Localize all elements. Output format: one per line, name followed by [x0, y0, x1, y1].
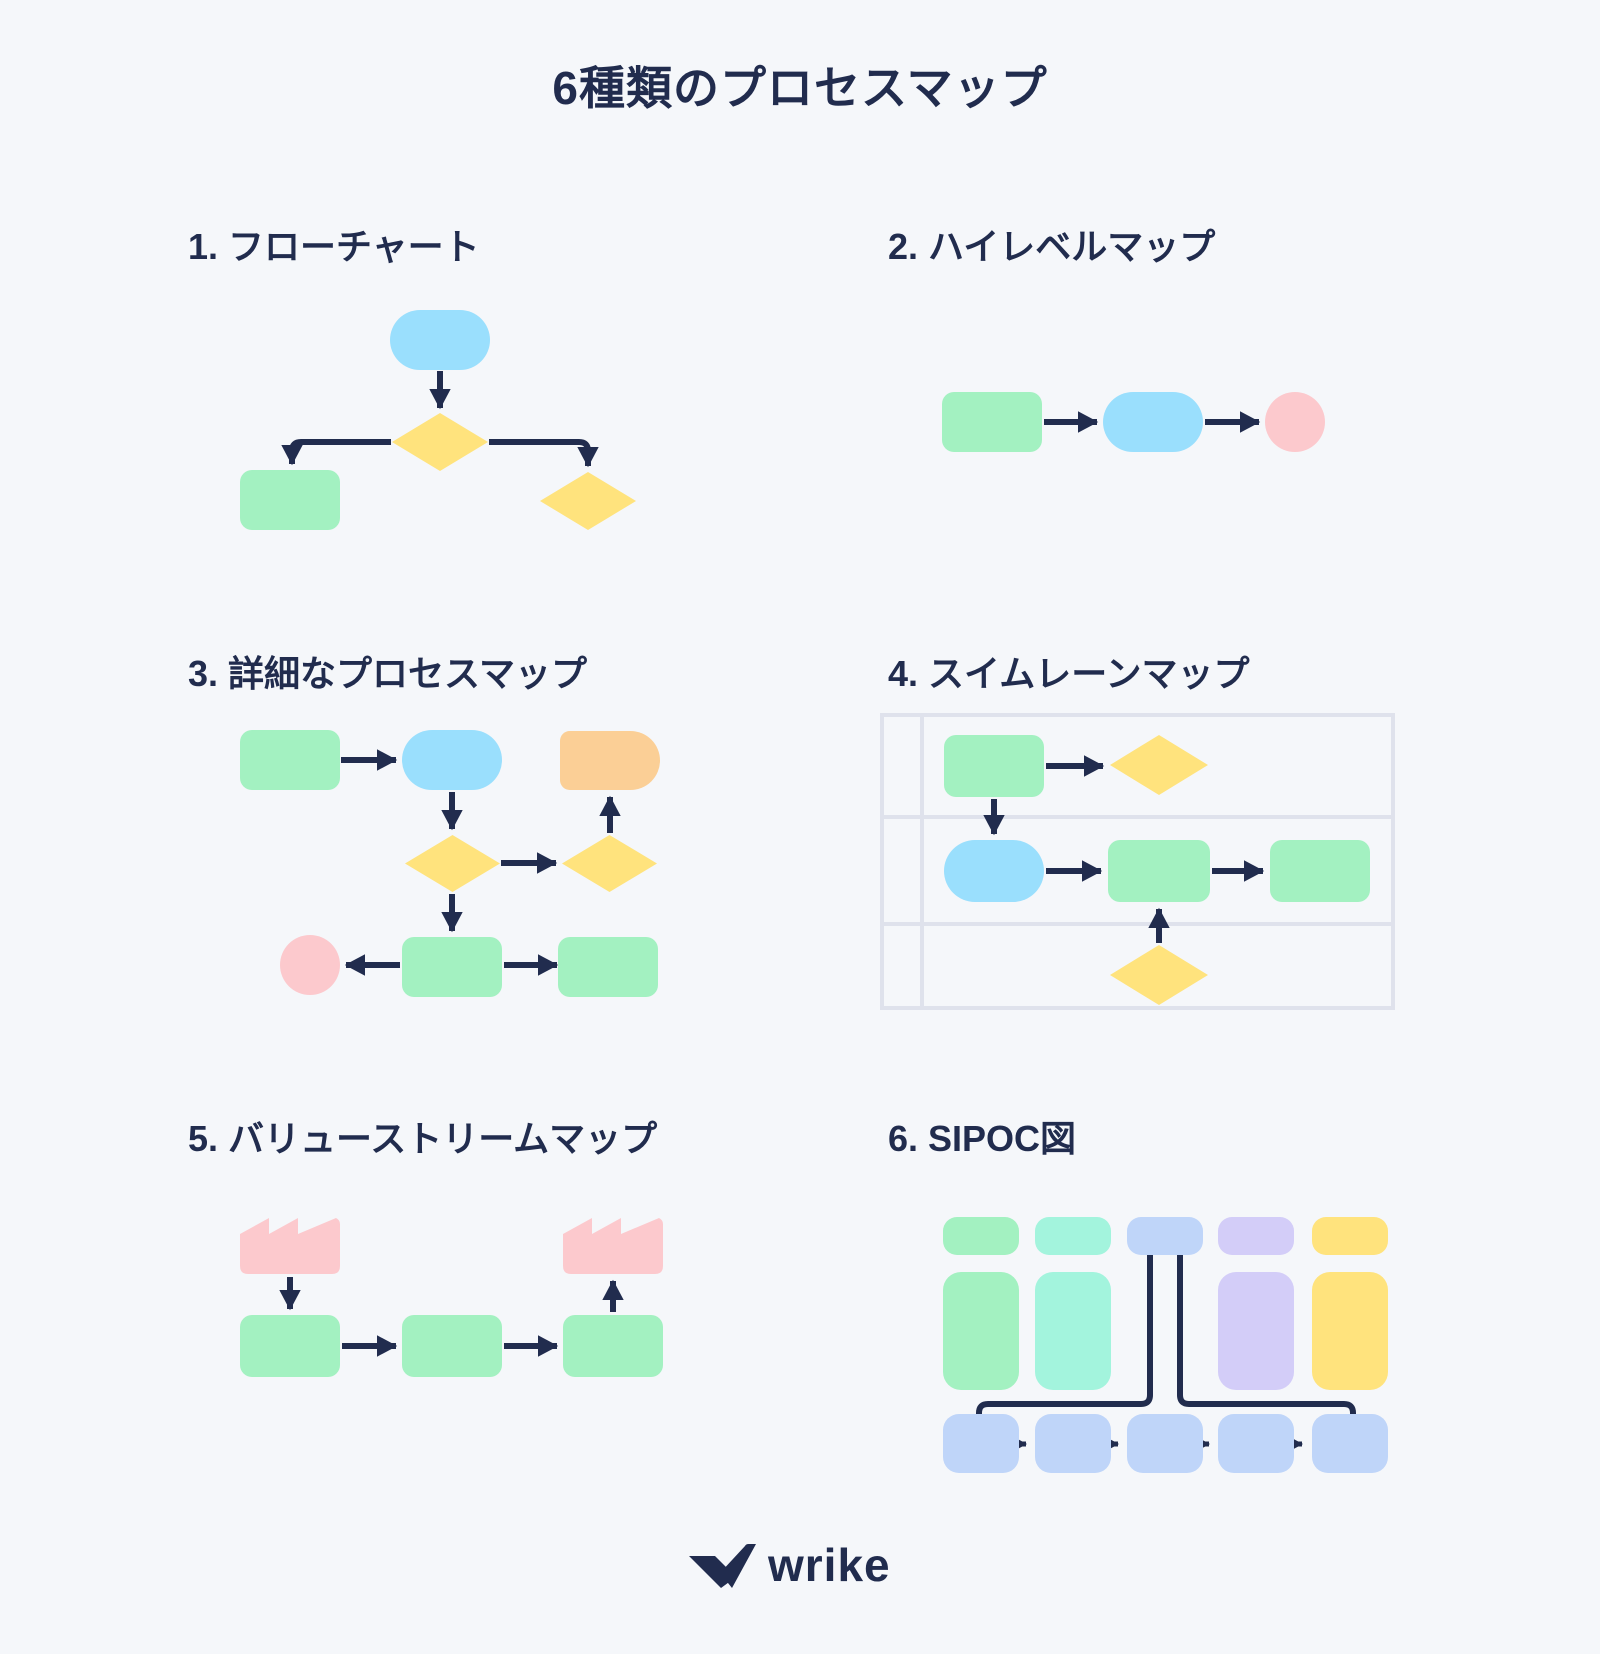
page-title: 6種類のプロセスマップ	[552, 62, 1048, 114]
swimlane-process-node-3	[1270, 840, 1370, 902]
arrow	[489, 439, 599, 468]
vsm-process-node-3	[563, 1315, 663, 1377]
section-5-heading: 5. バリューストリームマップ	[188, 1118, 658, 1159]
highlevel-process-node	[942, 392, 1042, 452]
section-6-heading: 6. SIPOC図	[888, 1118, 1077, 1159]
sipoc-header-process	[1127, 1217, 1203, 1255]
section-1-heading: 1. フローチャート	[188, 226, 480, 267]
detailed-delay-node	[560, 731, 660, 790]
vsm-process-node-1	[240, 1315, 340, 1377]
sipoc-process-step-2	[1035, 1414, 1111, 1473]
flowchart-process-node	[240, 470, 340, 530]
detailed-process-node-3	[558, 937, 658, 997]
swimlane-terminator-node	[944, 840, 1044, 902]
sipoc-header-suppliers	[943, 1217, 1019, 1255]
sipoc-connector-right	[1177, 1255, 1356, 1420]
sipoc-column-suppliers	[943, 1272, 1019, 1390]
highlevel-end-node	[1265, 392, 1325, 452]
sipoc-column-outputs	[1218, 1272, 1294, 1390]
section-3-heading: 3. 詳細なプロセスマップ	[188, 653, 587, 694]
sipoc-header-inputs	[1035, 1217, 1111, 1255]
section-2-heading: 2. ハイレベルマップ	[888, 226, 1216, 267]
detailed-terminator-node	[402, 730, 502, 790]
detailed-process-node-2	[402, 937, 502, 997]
swimlane-row-divider-1	[884, 815, 1391, 819]
vsm-process-node-2	[402, 1315, 502, 1377]
sipoc-process-step-3	[1127, 1414, 1203, 1473]
sipoc-connector-left	[976, 1255, 1153, 1420]
sipoc-header-customers	[1312, 1217, 1388, 1255]
swimlane-column-divider	[920, 717, 924, 1006]
swimlane-row-divider-2	[884, 922, 1391, 926]
swimlane-table	[880, 713, 1395, 1010]
swimlane-process-node-2	[1108, 840, 1210, 902]
factory-icon	[563, 1218, 663, 1274]
sipoc-header-outputs	[1218, 1217, 1294, 1255]
flowchart-terminator-node	[390, 310, 490, 370]
sipoc-column-inputs	[1035, 1272, 1111, 1390]
detailed-end-node	[280, 935, 340, 995]
sipoc-process-step-1	[943, 1414, 1019, 1473]
arrow	[281, 439, 391, 466]
highlevel-terminator-node	[1103, 392, 1203, 452]
wrike-logo-text: wrike	[768, 1539, 891, 1591]
detailed-process-node-1	[240, 730, 340, 790]
section-4-heading: 4. スイムレーンマップ	[888, 653, 1250, 694]
wrike-logo: wrike	[688, 1538, 891, 1592]
wrike-logomark-icon	[689, 1544, 756, 1588]
swimlane-process-node-1	[944, 735, 1044, 797]
sipoc-process-step-4	[1218, 1414, 1294, 1473]
factory-icon	[240, 1218, 340, 1274]
sipoc-column-customers	[1312, 1272, 1388, 1390]
sipoc-process-step-5	[1312, 1414, 1388, 1473]
